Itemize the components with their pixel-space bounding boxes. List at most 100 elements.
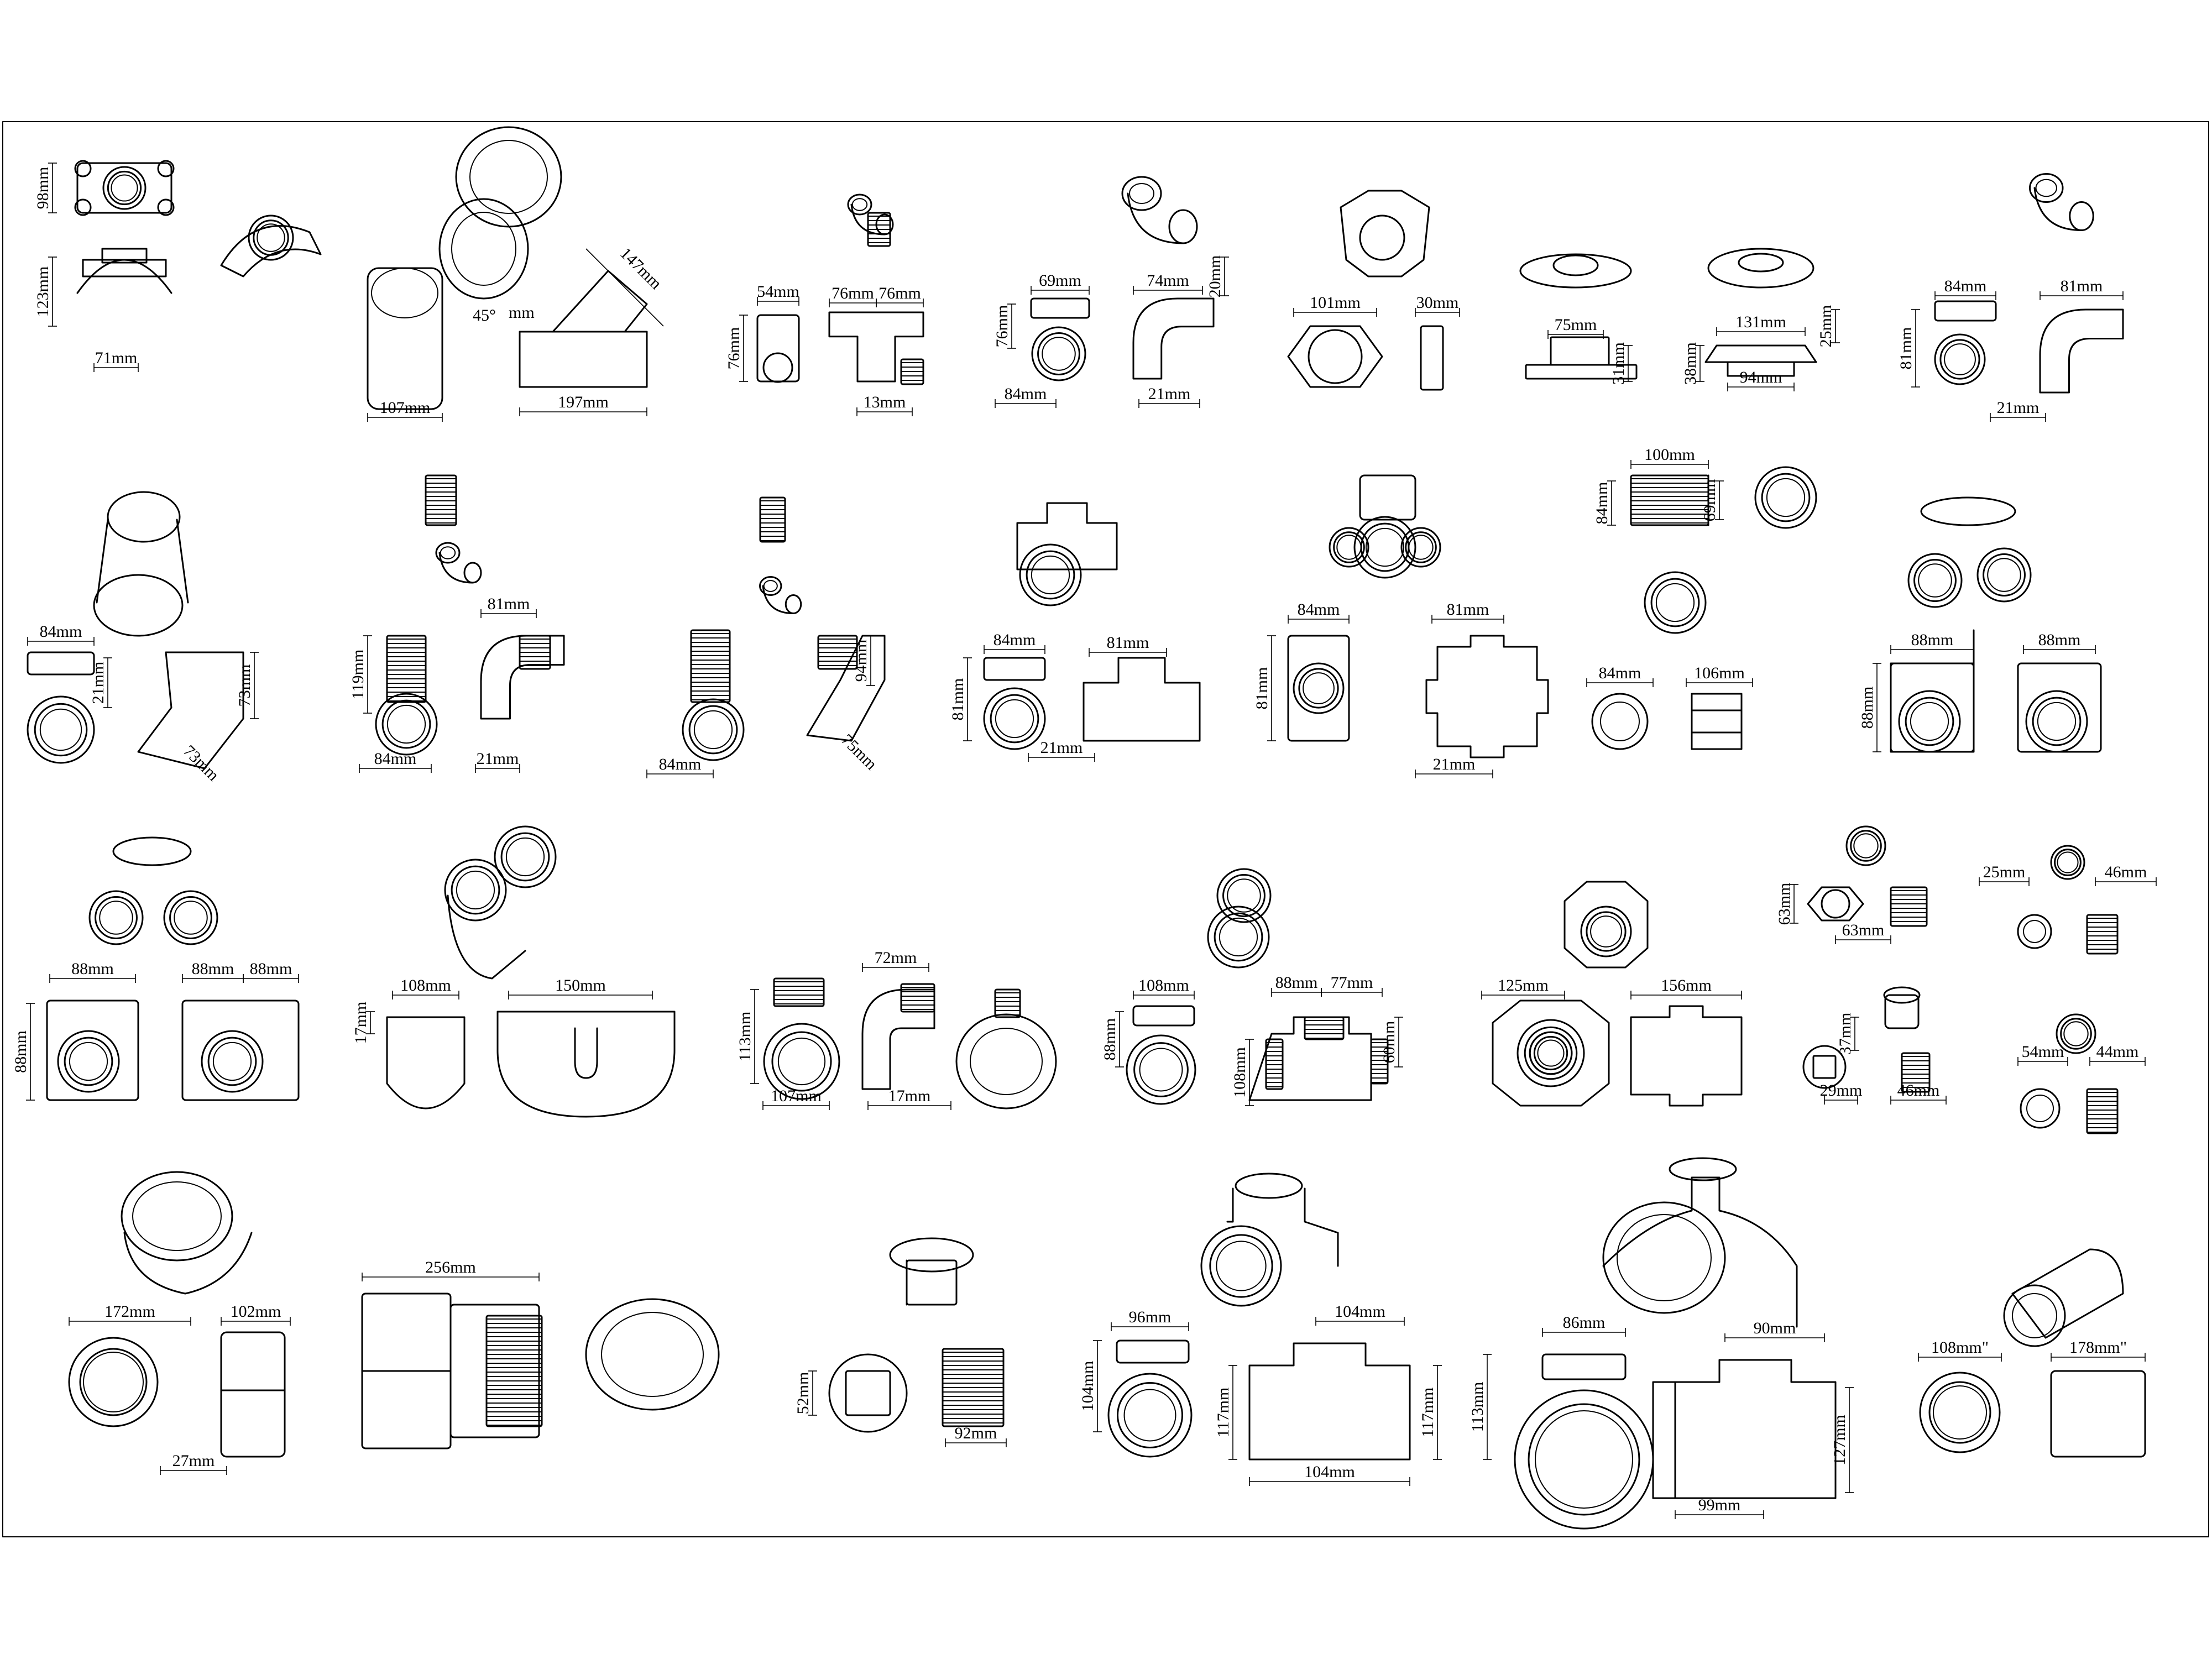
circle-outline: [64, 1037, 113, 1086]
wye-inner: [469, 140, 548, 214]
circle-outline: [2020, 1088, 2061, 1129]
circle-outline: [1227, 878, 1261, 913]
circle-outline: [207, 1037, 257, 1086]
dimension-label: 88mm: [2038, 631, 2081, 649]
dimension-label: 92mm: [955, 1424, 997, 1442]
dimension-label: 54mm: [2022, 1043, 2064, 1061]
circle-outline: [74, 198, 92, 216]
circle-outline: [828, 1353, 908, 1433]
outline-rect: [181, 999, 300, 1101]
dimension-label: 37mm: [1836, 1013, 1854, 1055]
circle-outline: [68, 1337, 159, 1427]
circle-outline: [1516, 1019, 1585, 1087]
outline-path: [828, 311, 924, 383]
circle-outline: [169, 896, 212, 939]
opening-ellipse: [759, 576, 782, 596]
outline-rect: [906, 1259, 958, 1306]
opening-ellipse: [435, 542, 461, 564]
circle-outline: [39, 708, 82, 751]
dimension-label: 74mm: [1147, 271, 1189, 290]
dimension-label: 81mm: [1447, 600, 1489, 619]
outline-rect: [76, 162, 172, 214]
opening-inner: [763, 580, 778, 592]
circle-outline: [693, 710, 733, 750]
outline-path: [1425, 635, 1549, 758]
circle-outline: [1216, 1241, 1267, 1291]
dimension-label: 21mm: [477, 750, 519, 768]
outline-rect: [1287, 635, 1350, 742]
circle-outline: [1590, 915, 1622, 948]
dimension-label: 88mm: [1911, 631, 1954, 649]
opening-ellipse: [112, 836, 192, 866]
opening-inner: [1617, 1214, 1712, 1301]
opening-inner: [970, 1028, 1043, 1095]
dimension-label: 108mm": [1931, 1338, 1989, 1357]
outline-rect: [773, 977, 825, 1007]
circle-outline: [505, 837, 545, 877]
adapter-inner: [601, 1312, 704, 1397]
circle-outline: [500, 832, 550, 882]
outline-path: [1083, 657, 1201, 742]
opening-ellipse: [2069, 201, 2094, 231]
outline-rect: [1370, 1038, 1389, 1085]
dimension-label: 30mm: [1416, 294, 1459, 312]
circle-outline: [253, 219, 289, 256]
circle-outline: [456, 870, 495, 910]
circle-outline: [2037, 702, 2077, 741]
circle-outline: [1983, 553, 2026, 596]
dimension-label: 21mm: [1040, 739, 1083, 757]
dimension-label: 81mm: [1897, 327, 1915, 370]
circle-outline: [27, 695, 95, 764]
dimension-label: 46mm: [2105, 863, 2147, 881]
dimension-label: 86mm: [1563, 1313, 1606, 1332]
dimension-label: 81mm: [1253, 667, 1271, 710]
dimension-label: 94mm: [852, 640, 870, 682]
flange-hub: [1552, 254, 1599, 276]
circle-outline: [1910, 702, 1949, 741]
outline-rect: [1420, 325, 1444, 391]
outline-path: [1132, 297, 1215, 380]
dimension-label: 76mm: [832, 284, 874, 302]
circle-outline: [212, 1042, 252, 1081]
outline-path: [2011, 1248, 2124, 1339]
angle-label: 45°: [473, 306, 496, 325]
dimension-label: 46mm: [1897, 1081, 1940, 1100]
circle-outline: [1219, 917, 1258, 957]
circle-outline: [2023, 920, 2046, 943]
dimension-label: 81mm: [2061, 277, 2103, 295]
outline-rect: [1359, 474, 1416, 521]
outline-rect: [994, 988, 1021, 1018]
cap-opening: [121, 1171, 233, 1262]
dimension-label: 73mm: [236, 664, 254, 707]
flange-hub: [1738, 253, 1784, 273]
circle-outline: [69, 1042, 108, 1081]
circle-outline: [74, 160, 92, 177]
opening-ellipse: [107, 491, 181, 543]
circle-outline: [990, 694, 1039, 744]
circle-outline: [1580, 906, 1632, 957]
circle-outline: [2054, 849, 2082, 876]
dimension-label: 76mm: [725, 327, 743, 370]
wye-opening: [438, 198, 529, 300]
dimension-label: 77mm: [1331, 974, 1373, 992]
circle-outline: [1761, 473, 1811, 522]
dimension-label: 38mm: [1681, 342, 1699, 385]
dimension-label: 20mm: [1206, 255, 1224, 298]
dimension-label: 21mm: [89, 662, 107, 704]
circle-outline: [1303, 672, 1335, 704]
dimension-label: 100mm: [1644, 446, 1695, 464]
dimension-label: 256mm: [425, 1258, 476, 1276]
dimension-label: 84mm: [1298, 600, 1340, 619]
circle-outline: [1933, 1385, 1987, 1440]
dimension-label: 71mm: [95, 349, 138, 367]
angle-unit-label: mm: [509, 303, 535, 322]
dimension-label: 84mm: [1944, 277, 1987, 295]
